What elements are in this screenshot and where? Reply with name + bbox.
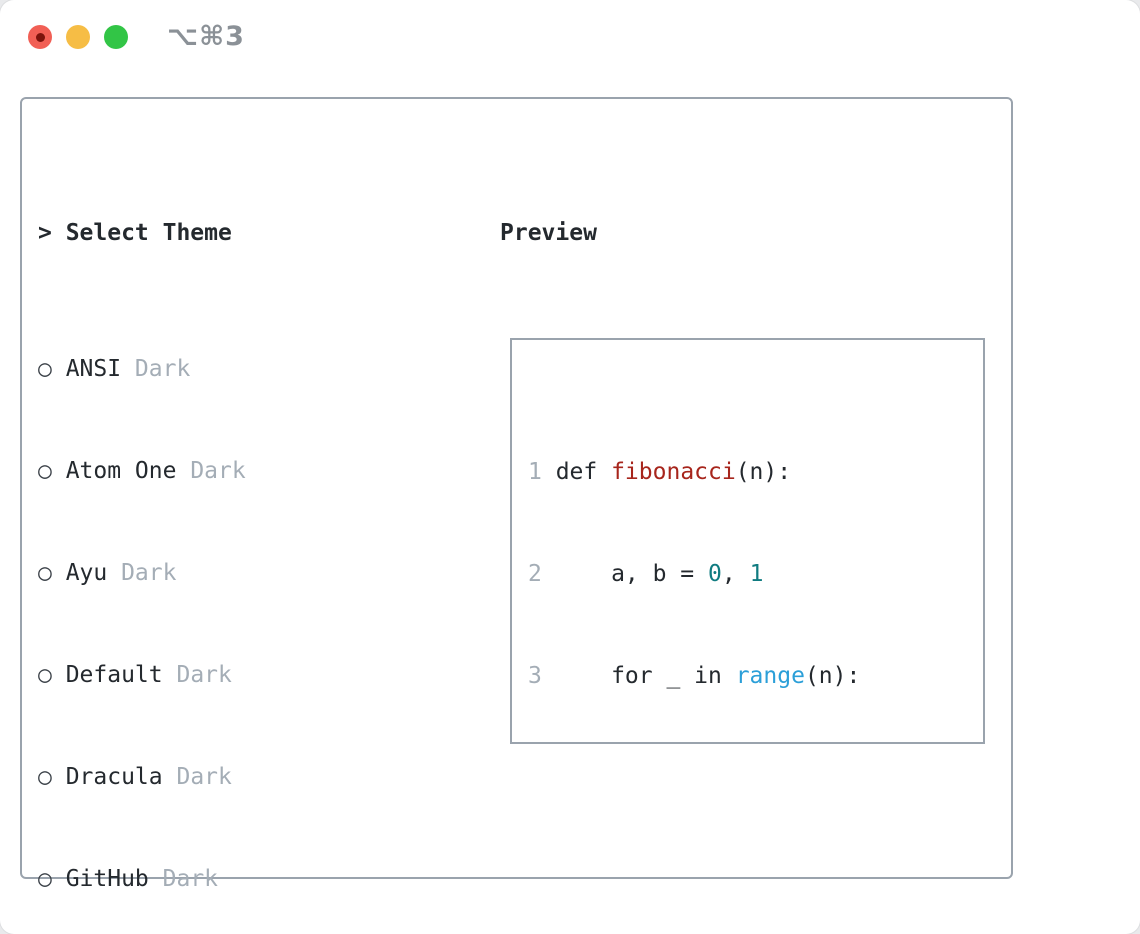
line-number: 3 bbox=[528, 663, 542, 689]
radio-icon: ○ bbox=[38, 458, 52, 484]
code-line-3: 3 for _ in range(n): bbox=[528, 659, 983, 693]
theme-item-ayu-dark[interactable]: ○ Ayu Dark bbox=[38, 556, 426, 590]
number-token: 0 bbox=[708, 561, 722, 587]
theme-name: Default bbox=[65, 662, 163, 688]
theme-item-github-dark[interactable]: ○ GitHub Dark bbox=[38, 862, 426, 896]
theme-variant: Dark bbox=[176, 764, 232, 790]
record-dot-icon bbox=[35, 32, 45, 42]
minimize-button[interactable] bbox=[66, 25, 90, 49]
theme-variant: Dark bbox=[162, 866, 219, 892]
titlebar-traffic-lights bbox=[28, 25, 128, 49]
theme-name: ANSI bbox=[65, 356, 122, 382]
theme-item-atom-one-dark[interactable]: ○ Atom One Dark bbox=[38, 454, 426, 488]
theme-item-default-dark[interactable]: ○ Default Dark bbox=[38, 658, 426, 692]
select-theme-header: > Select Theme bbox=[38, 216, 426, 250]
number-token: 1 bbox=[749, 561, 764, 587]
preview-heading: Preview bbox=[500, 220, 597, 246]
radio-icon: ○ bbox=[38, 356, 52, 382]
close-button[interactable] bbox=[28, 25, 52, 49]
theme-name: Ayu bbox=[65, 560, 108, 586]
zoom-button[interactable] bbox=[104, 25, 128, 49]
theme-variant: Dark bbox=[190, 458, 246, 484]
radio-icon: ○ bbox=[38, 866, 52, 892]
select-theme-title: Select Theme bbox=[65, 220, 232, 246]
radio-icon: ○ bbox=[38, 662, 52, 688]
theme-name: Dracula bbox=[65, 764, 163, 790]
builtin-call-token: range bbox=[735, 663, 805, 689]
cursor-icon: > bbox=[38, 220, 52, 246]
function-name-token: fibonacci bbox=[611, 459, 736, 485]
theme-variant: Dark bbox=[134, 356, 191, 382]
line-number: 2 bbox=[528, 561, 542, 587]
theme-variant: Dark bbox=[121, 560, 177, 586]
theme-variant: Dark bbox=[176, 662, 232, 688]
theme-item-ansi-dark[interactable]: ○ ANSI Dark bbox=[38, 352, 426, 386]
theme-item-dracula-dark[interactable]: ○ Dracula Dark bbox=[38, 760, 426, 794]
radio-icon: ○ bbox=[38, 764, 52, 790]
theme-name: Atom One bbox=[65, 458, 177, 484]
code-line-2: 2 a, b = 0, 1 bbox=[528, 557, 983, 591]
radio-icon: ○ bbox=[38, 560, 52, 586]
line-number: 1 bbox=[528, 459, 542, 485]
window-title: ⌥⌘3 bbox=[167, 21, 245, 52]
theme-name: GitHub bbox=[65, 866, 149, 892]
